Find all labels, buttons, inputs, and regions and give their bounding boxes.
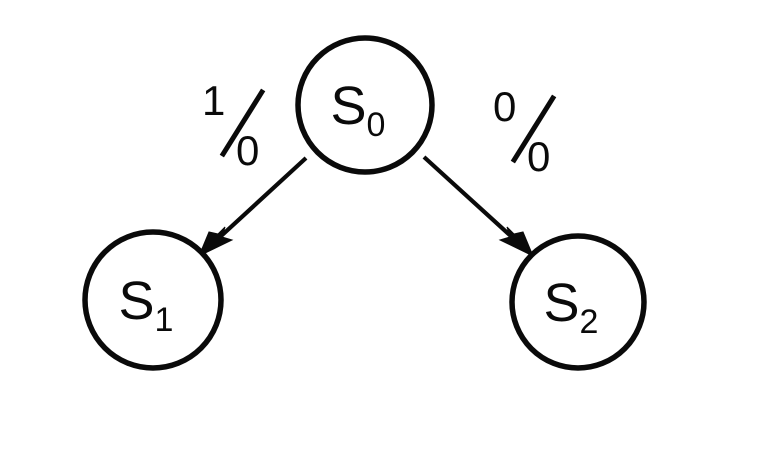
arrowhead-right-icon [498,226,534,258]
transition-label-right-numerator: 0 [493,83,517,130]
state-label-s2-base: S [544,273,580,333]
arrowhead-left-icon [198,226,234,258]
transition-s0-to-s2[interactable] [422,155,534,258]
state-label-s2-subscript: 2 [580,303,599,341]
state-label-s0-base: S [331,76,367,136]
transition-arrow-line-right [422,155,526,250]
state-node-s1[interactable]: S1 [82,229,224,371]
transition-label-right-denominator: 0 [527,133,551,180]
state-circle-s2 [509,233,647,371]
transition-label-left-denominator: 0 [236,127,260,174]
state-node-s0[interactable]: S0 [295,35,435,175]
state-label-s1-subscript: 1 [155,301,174,339]
state-circle-s1 [82,229,224,371]
transition-s0-to-s1[interactable] [198,156,308,258]
state-label-s0-subscript: 0 [367,106,386,144]
transition-label-left-numerator: 1 [202,77,226,124]
transition-label-s0-s1: 1 0 [196,78,300,178]
state-label-s0: S0 [331,76,386,144]
transition-label-s0-s2: 0 0 [487,84,591,184]
transition-arrow-line-left [206,156,308,250]
state-label-s2: S2 [544,273,599,341]
state-label-s1-base: S [119,271,155,331]
state-circle-s0 [295,35,435,175]
state-node-s2[interactable]: S2 [509,233,647,371]
state-label-s1: S1 [119,271,174,339]
